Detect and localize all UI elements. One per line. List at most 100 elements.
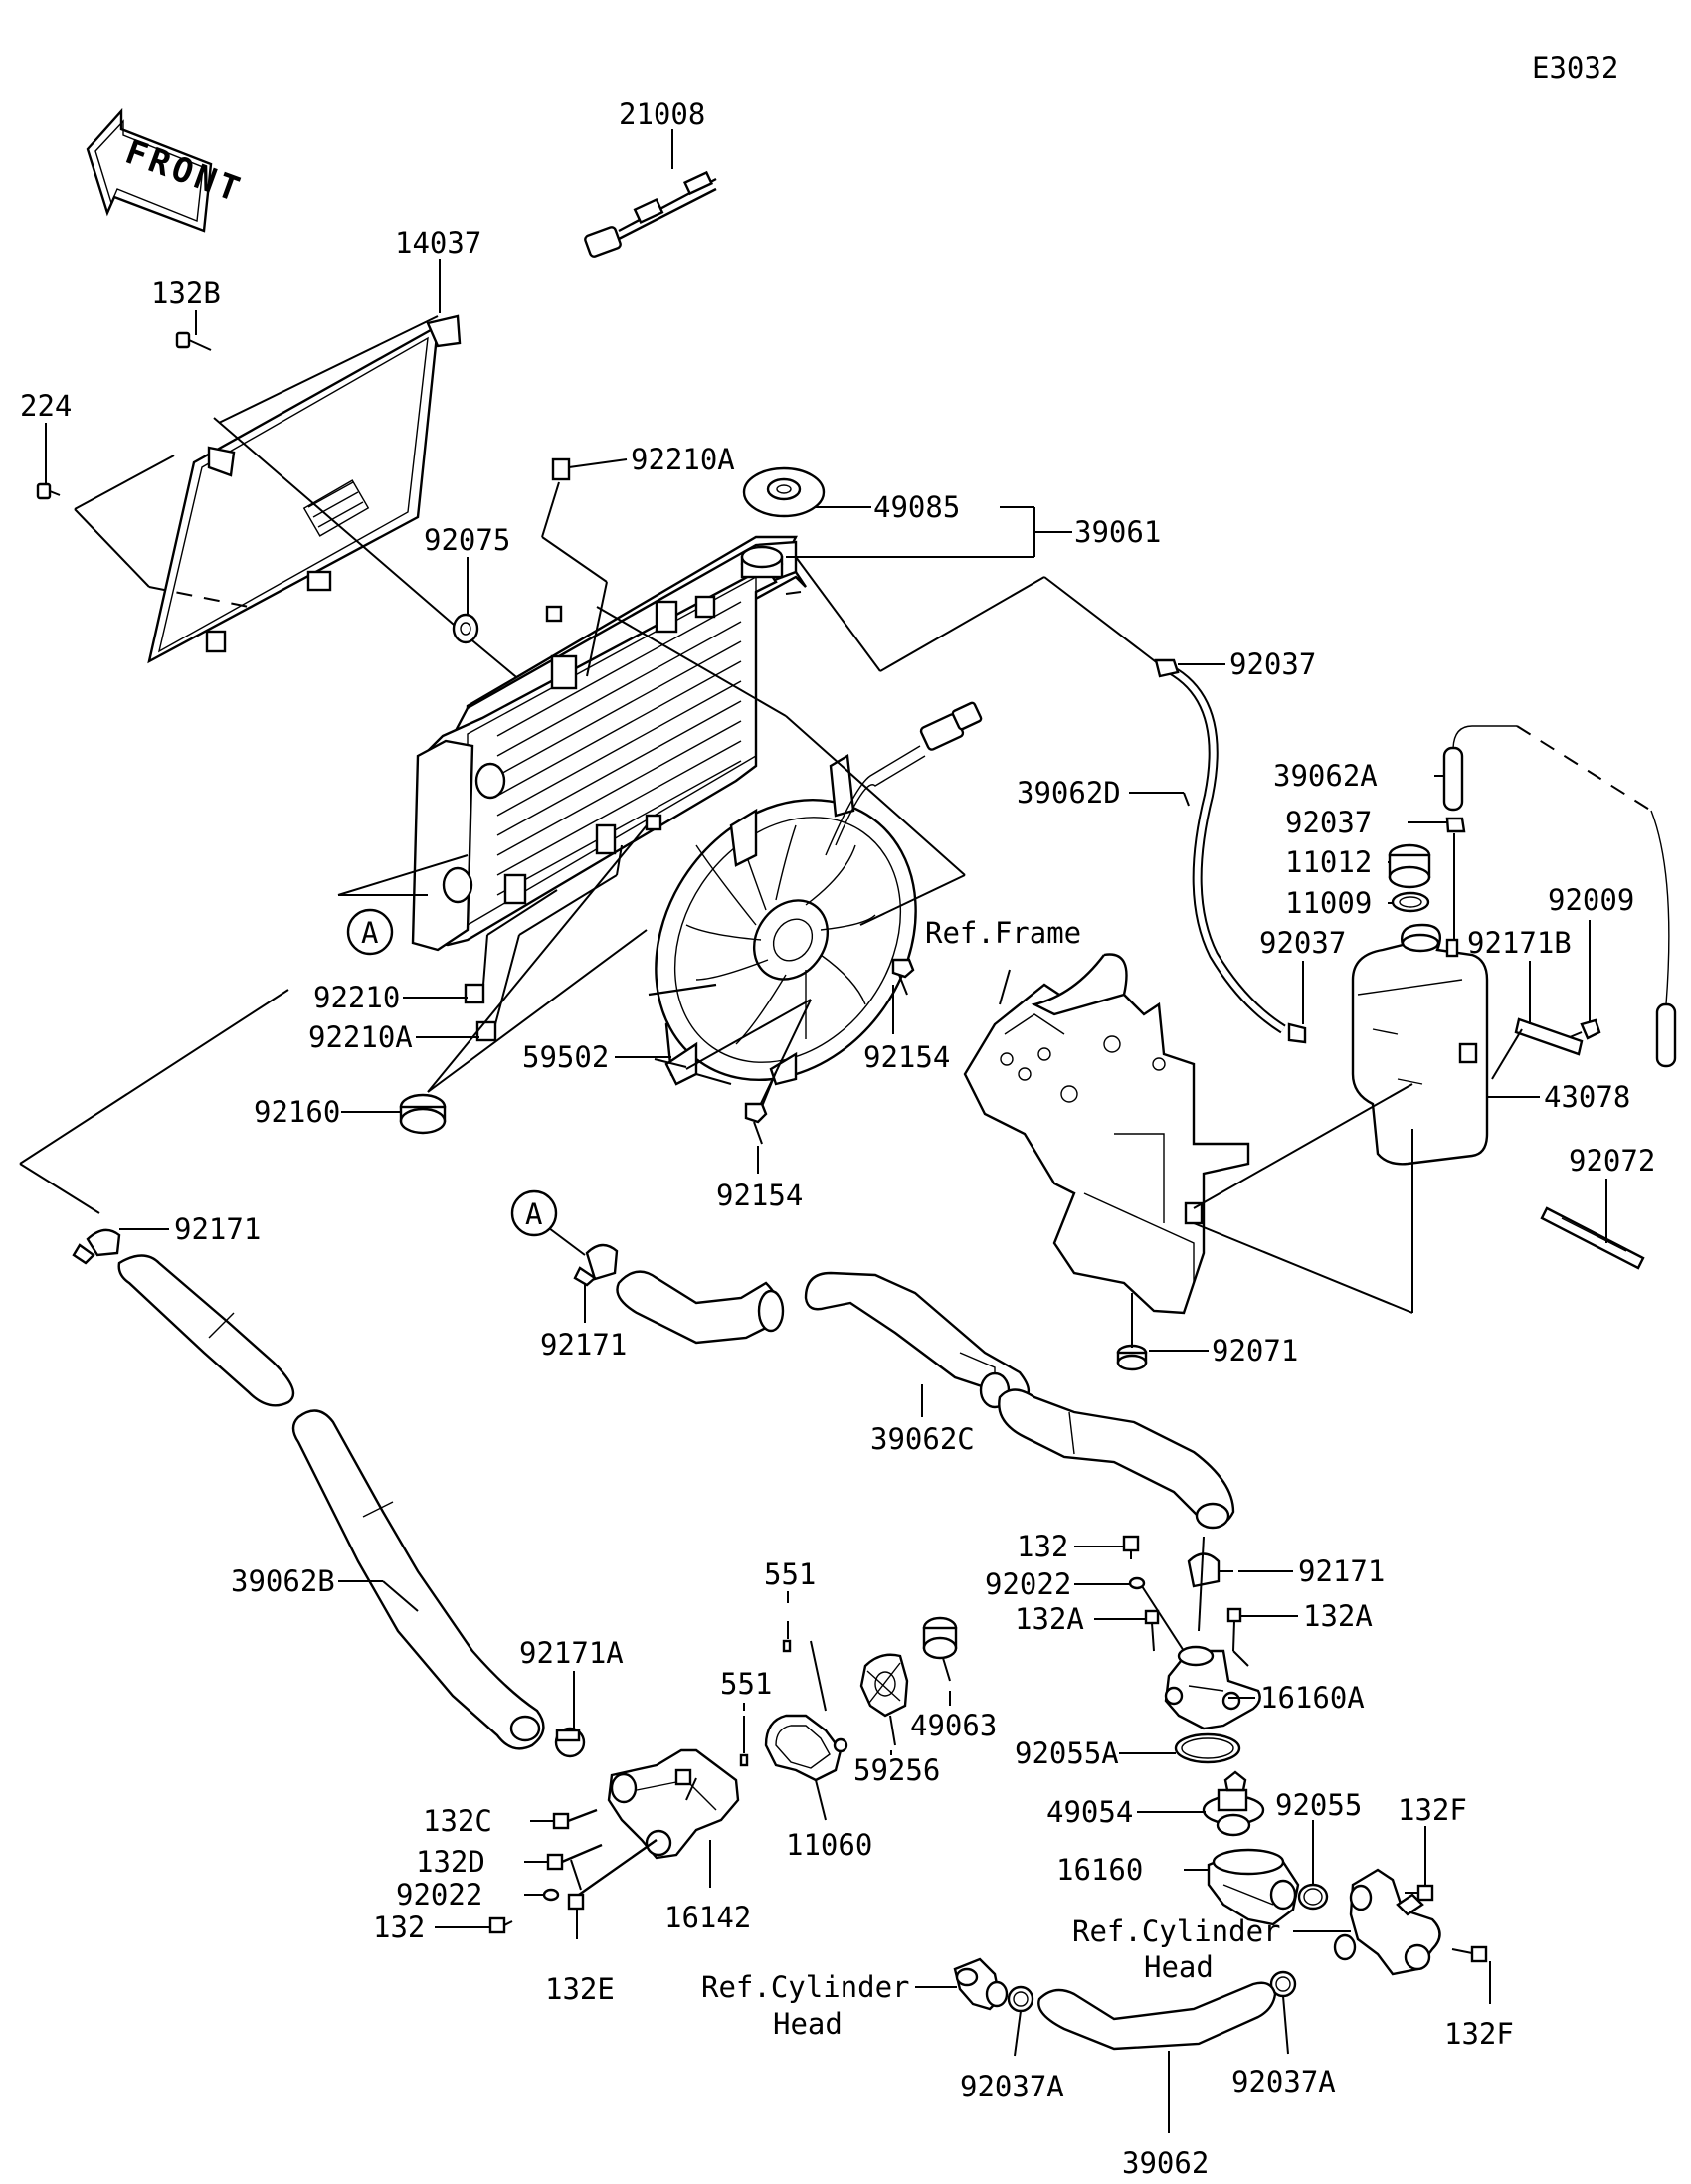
label-132F-top: 132F (1398, 1793, 1467, 1827)
o-ring-92055 (1297, 1883, 1329, 1911)
thermostat-cover-16160A (1164, 1645, 1261, 1730)
clip-92210 (464, 983, 485, 1004)
label-16142: 16142 (664, 1901, 751, 1934)
pump-cover-11060 (764, 1714, 848, 1821)
bolt-132B (175, 331, 212, 351)
clamp-92037-top (1154, 658, 1180, 678)
label-92210A-low: 92210A (308, 1020, 413, 1054)
o-ring-92055A (1174, 1732, 1241, 1764)
bolt-224 (36, 482, 61, 500)
label-39062B: 39062B (231, 1564, 335, 1598)
label-49063: 49063 (910, 1709, 997, 1742)
clamp-92171-right (1187, 1552, 1233, 1588)
water-pump-body-16142 (607, 1748, 740, 1860)
bolt-132E (567, 1839, 658, 1911)
ref-cylinder-head-right-line1: Ref.Cylinder (1072, 1914, 1281, 1948)
label-92072: 92072 (1569, 1144, 1655, 1178)
label-43078: 43078 (1544, 1080, 1630, 1114)
clamp-92171-left (72, 1228, 121, 1265)
label-92210A-top: 92210A (631, 443, 735, 476)
label-551-low: 551 (720, 1667, 772, 1701)
bracket-92171B (1491, 1017, 1584, 1080)
label-49085: 49085 (873, 490, 960, 524)
label-132F-low: 132F (1444, 2017, 1514, 2051)
bolt-92154-a (891, 958, 915, 996)
impeller-59256 (859, 1653, 909, 1746)
clamp-92171A (554, 1727, 586, 1758)
bolt-132F-low (1451, 1945, 1488, 1963)
label-16160A: 16160A (1260, 1681, 1365, 1715)
hose-39062 (1037, 1981, 1277, 2051)
label-39062C: 39062C (870, 1422, 975, 1456)
label-132C: 132C (423, 1804, 492, 1838)
label-92037-mid: 92037 (1285, 806, 1372, 839)
label-11060: 11060 (786, 1828, 872, 1862)
clip-92210A-low (475, 1020, 497, 1042)
ref-cylinder-head-right-line2: Head (1144, 1950, 1214, 1984)
clamp-92171-mid (573, 1243, 619, 1287)
reservoir-cap-11012 (1388, 843, 1431, 889)
bolt-132A-left (1144, 1609, 1160, 1652)
label-132D: 132D (416, 1845, 485, 1879)
label-92160: 92160 (254, 1095, 340, 1129)
label-16160: 16160 (1056, 1853, 1143, 1887)
label-92171B: 92171B (1467, 926, 1572, 960)
bolt-92154-b (744, 1102, 768, 1145)
bolt-132-left (488, 1916, 513, 1934)
thermostat-housing-16160 (1207, 1848, 1300, 1926)
label-132-top: 132 (1017, 1530, 1068, 1563)
label-92037-top: 92037 (1229, 647, 1316, 681)
label-92210: 92210 (313, 981, 400, 1014)
bolt-132-top (1122, 1535, 1140, 1559)
cylinder-head-outlet-right (1333, 1868, 1441, 1976)
label-21008: 21008 (619, 97, 705, 131)
label-92055: 92055 (1275, 1788, 1362, 1822)
callout-A-mid-text: A (525, 1197, 542, 1231)
hose-39062B (117, 1254, 545, 1750)
hose-39062C (616, 1270, 1235, 1530)
label-92075: 92075 (424, 523, 510, 557)
label-39062A: 39062A (1273, 759, 1378, 793)
label-92022-left: 92022 (396, 1878, 482, 1911)
radiator-guard-14037 (147, 314, 462, 664)
clip-92210A-top (551, 457, 571, 481)
label-59502: 59502 (522, 1040, 609, 1074)
label-92037A-right: 92037A (1231, 2065, 1336, 2098)
cylinder-head-outlet-left (953, 1957, 1009, 2011)
label-92037-low: 92037 (1259, 926, 1346, 960)
clamp-92037-mid (1445, 817, 1466, 833)
clamp-92037-low (1287, 1022, 1307, 1044)
label-92055A: 92055A (1015, 1736, 1119, 1770)
bolt-132A-right (1226, 1607, 1242, 1652)
fan-assembly-59502 (648, 701, 983, 1086)
label-39062: 39062 (1122, 2146, 1209, 2180)
ref-cylinder-head-left-line1: Ref.Cylinder (701, 1970, 910, 2004)
ref-frame-label: Ref.Frame (925, 916, 1081, 950)
label-92154-a: 92154 (863, 1040, 950, 1074)
label-132A-left: 132A (1015, 1602, 1084, 1636)
front-arrow-icon: FRONT (86, 107, 249, 233)
pin-551-low (739, 1753, 749, 1767)
callout-A-mid: A (510, 1189, 558, 1237)
label-92171-mid: 92171 (540, 1328, 627, 1362)
label-49054: 49054 (1046, 1795, 1133, 1829)
label-132A-right: 132A (1303, 1599, 1373, 1633)
mechanical-seal-49063 (922, 1616, 958, 1682)
frame-reference-part (963, 953, 1250, 1315)
label-132-left: 132 (373, 1911, 425, 1944)
label-132B: 132B (151, 276, 221, 310)
bolt-92009 (1569, 1018, 1601, 1040)
reservoir-tank-43078 (1351, 833, 1489, 1166)
label-92154-b: 92154 (716, 1179, 803, 1212)
grommet-92071 (1116, 1293, 1148, 1371)
label-224: 224 (20, 389, 72, 423)
label-92037A-left: 92037A (960, 2070, 1064, 2103)
radiator-core (411, 535, 807, 952)
grommet-92075 (452, 613, 479, 644)
label-92171A: 92171A (519, 1636, 624, 1670)
o-ring-11009 (1391, 891, 1430, 913)
label-59256: 59256 (853, 1753, 940, 1787)
label-92071: 92071 (1212, 1334, 1298, 1367)
ref-cylinder-head-left-line2: Head (773, 2007, 843, 2041)
washer-92022-left (542, 1888, 560, 1902)
